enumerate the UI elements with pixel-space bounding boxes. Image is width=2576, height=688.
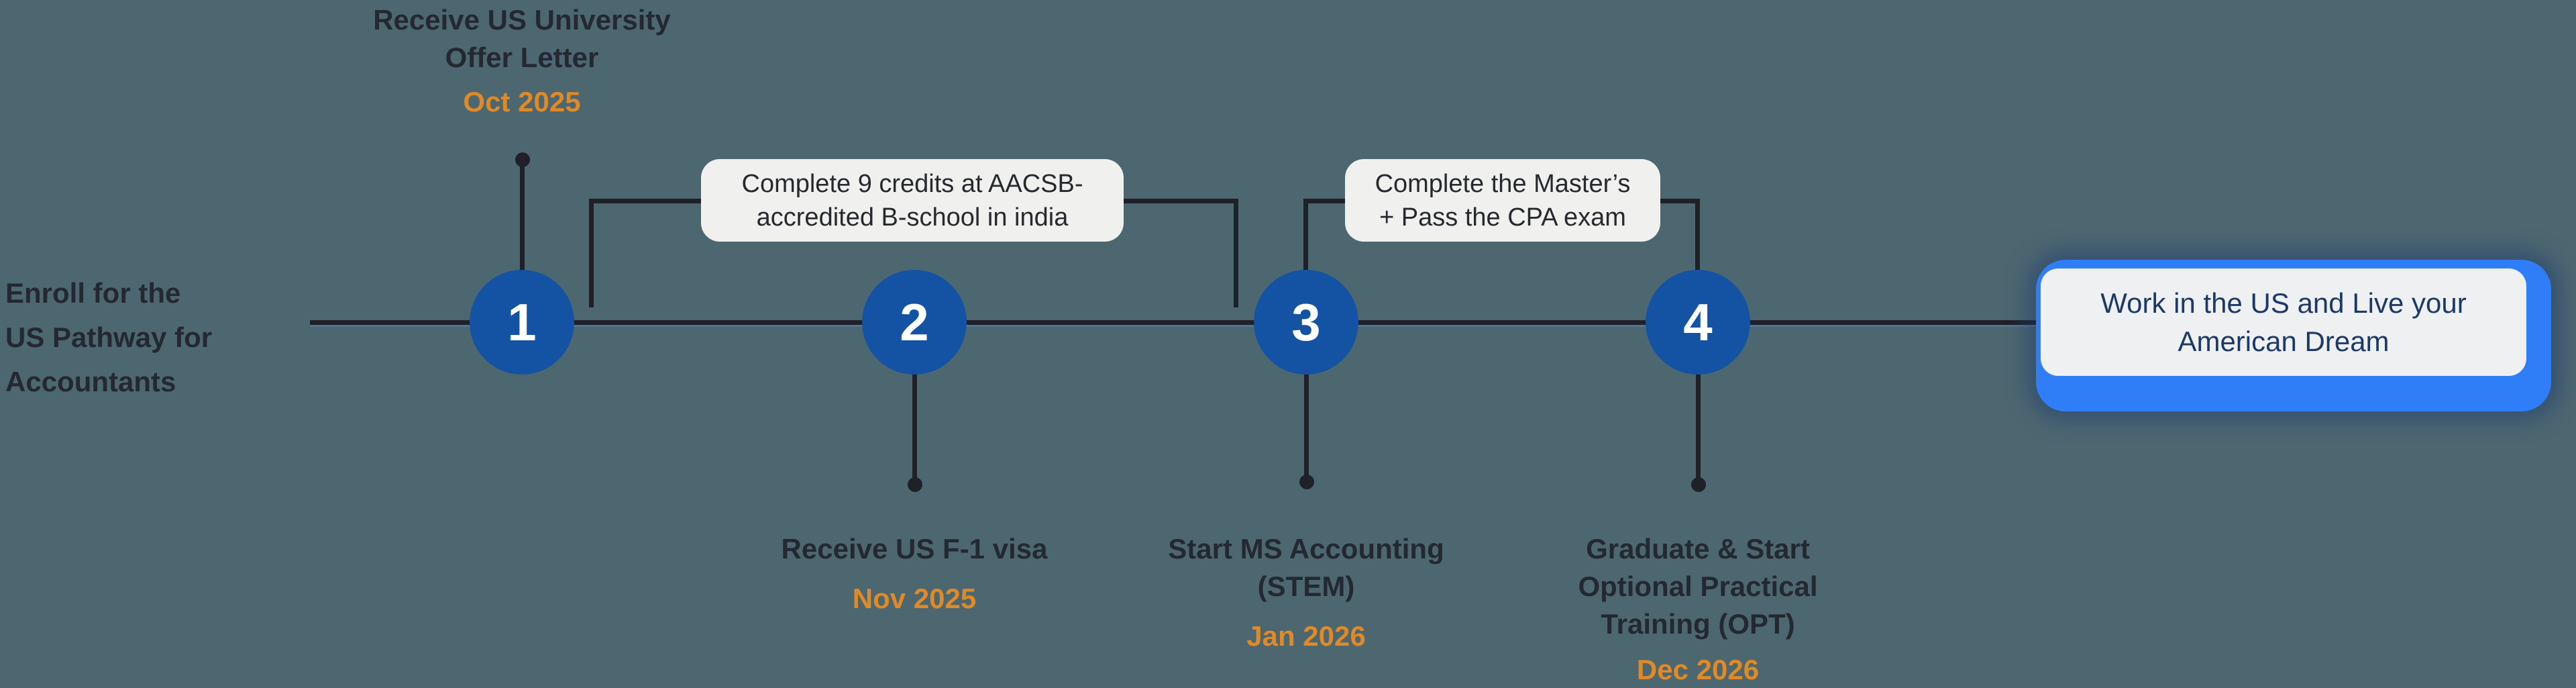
bracket2-right-line bbox=[1695, 199, 1700, 273]
end-goal-text-line: American Dream bbox=[2178, 326, 2390, 357]
step4-stem-line bbox=[1696, 322, 1701, 485]
step4-date: Dec 2026 bbox=[1636, 654, 1760, 685]
step2-label: Receive US F-1 visa Nov 2025 bbox=[782, 530, 1048, 615]
step4-label: Graduate & Start Optional Practical Trai… bbox=[1578, 530, 1817, 686]
start-label-line: Accountants bbox=[5, 366, 176, 397]
step2-dot bbox=[908, 477, 922, 492]
step3-stem-line bbox=[1304, 322, 1309, 482]
step1-stem-line bbox=[520, 160, 525, 322]
step2-number: 2 bbox=[900, 292, 929, 352]
start-label: Enroll for the US Pathway for Accountant… bbox=[5, 271, 212, 404]
callout-text-line: Complete the Master’s bbox=[1375, 169, 1631, 198]
step4-number: 4 bbox=[1683, 292, 1713, 352]
callout-text-line: accredited B-school in india bbox=[756, 203, 1069, 232]
bracket2-left-line bbox=[1303, 199, 1308, 273]
callout-text-line: Complete 9 credits at AACSB- bbox=[741, 169, 1083, 198]
step4-title: Graduate & Start Optional Practical Trai… bbox=[1578, 530, 1817, 643]
step1-title-line: Offer Letter bbox=[445, 42, 599, 73]
step2-title: Receive US F-1 visa bbox=[782, 530, 1048, 568]
step2-stem-line bbox=[912, 322, 917, 485]
step3-label: Start MS Accounting (STEM) Jan 2026 bbox=[1168, 530, 1444, 652]
start-label-line: US Pathway for bbox=[5, 322, 213, 353]
step2-title-line: Receive US F-1 visa bbox=[781, 533, 1048, 564]
step1-title-line: Receive US University bbox=[373, 4, 671, 36]
step3-title: Start MS Accounting (STEM) bbox=[1168, 530, 1444, 605]
step1-title: Receive US University Offer Letter bbox=[373, 1, 671, 77]
step4-dot bbox=[1691, 477, 1706, 492]
timeline-line bbox=[310, 320, 2039, 325]
step1-circle: 1 bbox=[470, 270, 574, 375]
step3-circle: 3 bbox=[1254, 270, 1358, 375]
step3-title-line: (STEM) bbox=[1257, 571, 1355, 602]
step4-title-line: Training (OPT) bbox=[1601, 608, 1795, 640]
step2-circle: 2 bbox=[862, 270, 967, 375]
step4-title-line: Graduate & Start bbox=[1586, 533, 1810, 564]
step4-title-line: Optional Practical bbox=[1578, 571, 1818, 602]
step3-date: Jan 2026 bbox=[1246, 620, 1366, 652]
end-goal-panel: Work in the US and Live your American Dr… bbox=[2041, 268, 2526, 376]
step3-title-line: Start MS Accounting bbox=[1168, 533, 1444, 564]
step4-circle: 4 bbox=[1646, 270, 1750, 375]
start-label-line: Enroll for the bbox=[5, 277, 181, 309]
bracket1-right-line bbox=[1234, 199, 1238, 307]
step2-date: Nov 2025 bbox=[852, 583, 977, 614]
callout-box-credits: Complete 9 credits at AACSB- accredited … bbox=[701, 159, 1124, 242]
step1-date: Oct 2025 bbox=[463, 86, 581, 117]
callout-text-line: + Pass the CPA exam bbox=[1379, 203, 1626, 232]
step1-dot bbox=[515, 152, 530, 167]
bracket1-left-line bbox=[589, 199, 594, 307]
end-goal-text-line: Work in the US and Live your bbox=[2100, 287, 2467, 319]
step1-label: Receive US University Offer Letter Oct 2… bbox=[373, 1, 671, 118]
step3-dot bbox=[1299, 475, 1314, 489]
callout-box-masters: Complete the Master’s + Pass the CPA exa… bbox=[1345, 159, 1660, 242]
step3-number: 3 bbox=[1291, 292, 1321, 352]
step1-number: 1 bbox=[507, 292, 537, 352]
end-goal-box: Work in the US and Live your American Dr… bbox=[2036, 260, 2551, 411]
